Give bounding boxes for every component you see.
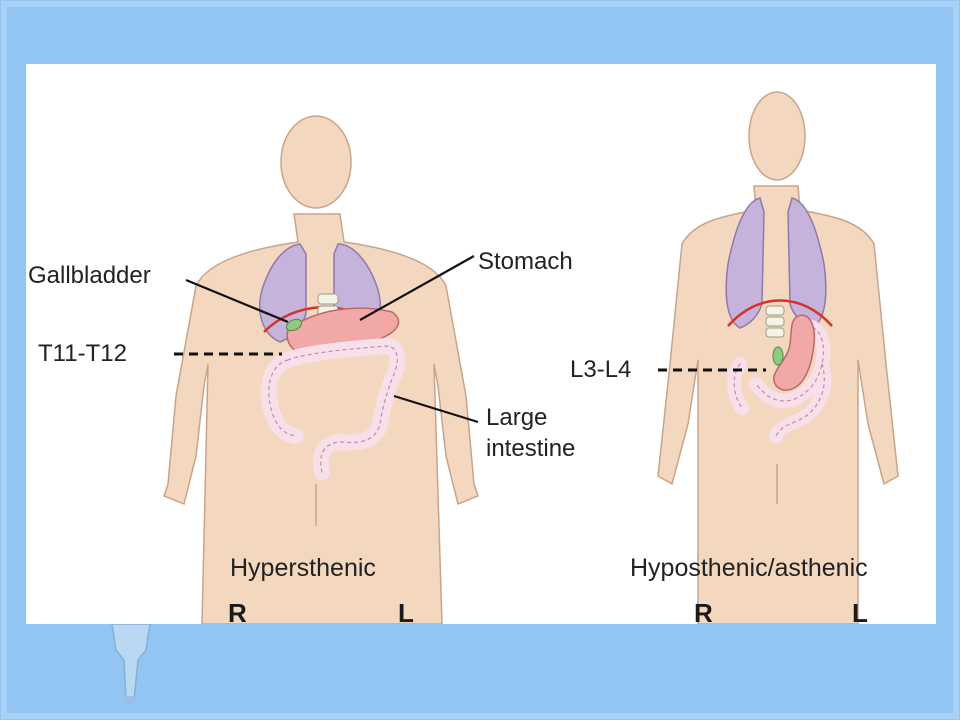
hyposthenic-stomach	[773, 314, 816, 391]
marker-right-hypersthenic: R	[228, 598, 247, 628]
hyposthenic-gallbladder	[772, 346, 784, 366]
anatomy-diagram	[163, 91, 899, 624]
label-large-intestine: Large intestine	[486, 402, 575, 464]
label-stomach: Stomach	[478, 248, 573, 275]
caption-hyposthenic-asthenic: Hyposthenic/asthenic	[630, 554, 868, 582]
figure-panel: Gallbladder Stomach T11-T12 Large intest…	[26, 64, 936, 628]
hypersthenic-figure	[163, 115, 479, 624]
label-gallbladder: Gallbladder	[28, 262, 151, 289]
label-large-intestine-line1: Large	[486, 404, 548, 431]
marker-right-hyposthenic: R	[694, 598, 713, 628]
marker-left-hypersthenic: L	[398, 598, 414, 628]
hyposthenic-figure	[657, 91, 899, 624]
hypersthenic-leader-lines	[174, 255, 479, 424]
decorative-pointer	[111, 623, 151, 704]
hypersthenic-body	[163, 115, 479, 624]
hyposthenic-diaphragm	[727, 299, 833, 327]
marker-left-hyposthenic: L	[852, 598, 868, 628]
hypersthenic-gallbladder	[285, 318, 303, 332]
label-vertebral-level-t11-t12: T11-T12	[38, 340, 127, 367]
hyposthenic-lungs	[725, 197, 827, 329]
label-vertebral-level-l3-l4: L3-L4	[570, 356, 632, 383]
label-large-intestine-line2: intestine	[486, 435, 576, 463]
caption-hypersthenic: Hypersthenic	[230, 554, 376, 582]
hyposthenic-vertebrae	[765, 305, 785, 338]
